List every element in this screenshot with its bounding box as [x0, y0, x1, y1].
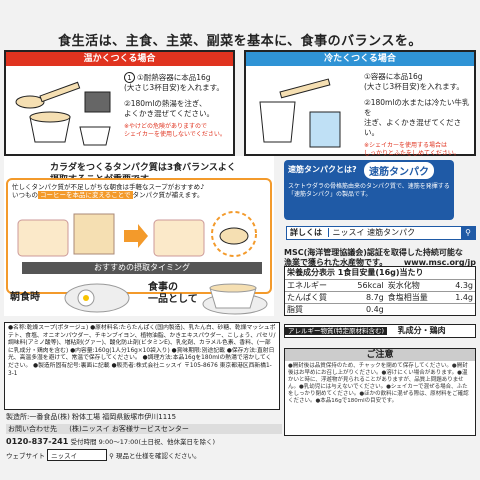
cold-note-1: ※シェイカーを使用する場合は — [364, 142, 448, 149]
cold-step-1b: (大さじ3杯目安)を入れます。 — [364, 82, 464, 91]
caution-title: ご注意 — [285, 349, 475, 361]
coffee-swap-box: 忙しくタンパク質が不足しがちな朝食は手軽なスープがおすすめ♪ いつものコーヒーを… — [6, 178, 272, 294]
contact-line: お問い合わせ先 (株)ニッスイ お客様サービスセンター — [6, 424, 282, 434]
search-query: ニッスイ 速筋タンパク — [327, 228, 420, 237]
cold-prep-illustration — [259, 78, 341, 148]
page-title: 食生活は、主食、主菜、副菜を基本に、食事のバランスを。 — [58, 34, 422, 49]
maker-line: 製造所:一番食品(株) 粉体工場 福岡県飯塚市伊川1115 — [6, 413, 177, 421]
warm-header: 温かくつくる場合 — [6, 52, 233, 66]
allergy-info: アレルギー物質(特定原材料含む) 乳成分・鶏肉 — [284, 324, 476, 338]
search-icon: ⚲ — [461, 227, 475, 239]
breakfast-illustration — [17, 211, 257, 257]
website-search[interactable]: ニッスイ — [47, 449, 108, 461]
warm-note-2: シェイカーを使用しないでください。 — [124, 131, 226, 138]
ingredients-box: ●名称:乾燥スープ(ポタージュ) ●原材料名:たらたんぱく(国内製造)、乳たん白… — [4, 322, 280, 410]
phone-line: 0120-837-241 受付時間 9:00〜17:00(土日祝、他休業日を除く… — [6, 437, 216, 446]
kettle-icon: 1 — [124, 72, 135, 83]
side-dish-label: 食事の 一品として — [148, 282, 198, 305]
search-icon: ⚲ — [109, 452, 114, 460]
warm-note-1: ※やけどの危険がありますので — [124, 123, 208, 130]
header-area — [0, 0, 480, 56]
warm-prep-illustration — [15, 81, 111, 146]
breakfast-label: 朝食時 — [10, 292, 40, 303]
soup-cup-icon — [202, 283, 268, 315]
cold-header: 冷たくつくる場合 — [246, 52, 474, 66]
warm-step-2: ②180mlの熱湯を注ぎ、 — [124, 99, 207, 108]
toast-egg-icon — [64, 283, 130, 313]
warm-step-2b: よくかき混ぜてください。 — [124, 109, 214, 118]
brand-logo: 速筋タンパク — [364, 162, 434, 179]
msc-certification: MSC(海洋管理協議会)認証を取得した持続可能な 漁業で獲られた水産物です。 w… — [284, 248, 476, 267]
fast-muscle-protein-box: 速筋タンパクとは? 速筋タンパク スケトウダラの骨格筋由来のタンパク質で、速筋を… — [284, 160, 454, 220]
cold-step-2: ②180mlの水または冷たい牛乳を — [364, 98, 470, 117]
timing-banner: おすすめの摂取タイミング — [22, 262, 262, 274]
caution-text: ●開封後は品質保持のため、チャックを閉めて保存してください。●開封後はお早めにお… — [288, 363, 469, 404]
cold-note-2: しっかりとふたをしめてください。 — [364, 150, 460, 157]
cold-prep-panel: 冷たくつくる場合 ①容器に本品16g (大さじ3杯目安)を入れます。 ②180m… — [244, 50, 476, 157]
cold-step-1: ①容器に本品16g — [364, 72, 423, 81]
warm-step-1b: (大さじ3杯目安)を入れます。 — [124, 83, 224, 92]
search-box: 詳しくは ニッスイ 速筋タンパク ⚲ — [286, 226, 476, 240]
website-line: ウェブサイト ニッスイ ⚲ 現品と仕様を確認ください。 — [6, 449, 282, 461]
cold-step-2b: 注ぎ、よくかき混ぜてください。 — [364, 118, 462, 137]
caution-box: ご注意 ●開封後は品質保持のため、チャックを閉めて保存してください。●開封後はお… — [284, 348, 476, 436]
